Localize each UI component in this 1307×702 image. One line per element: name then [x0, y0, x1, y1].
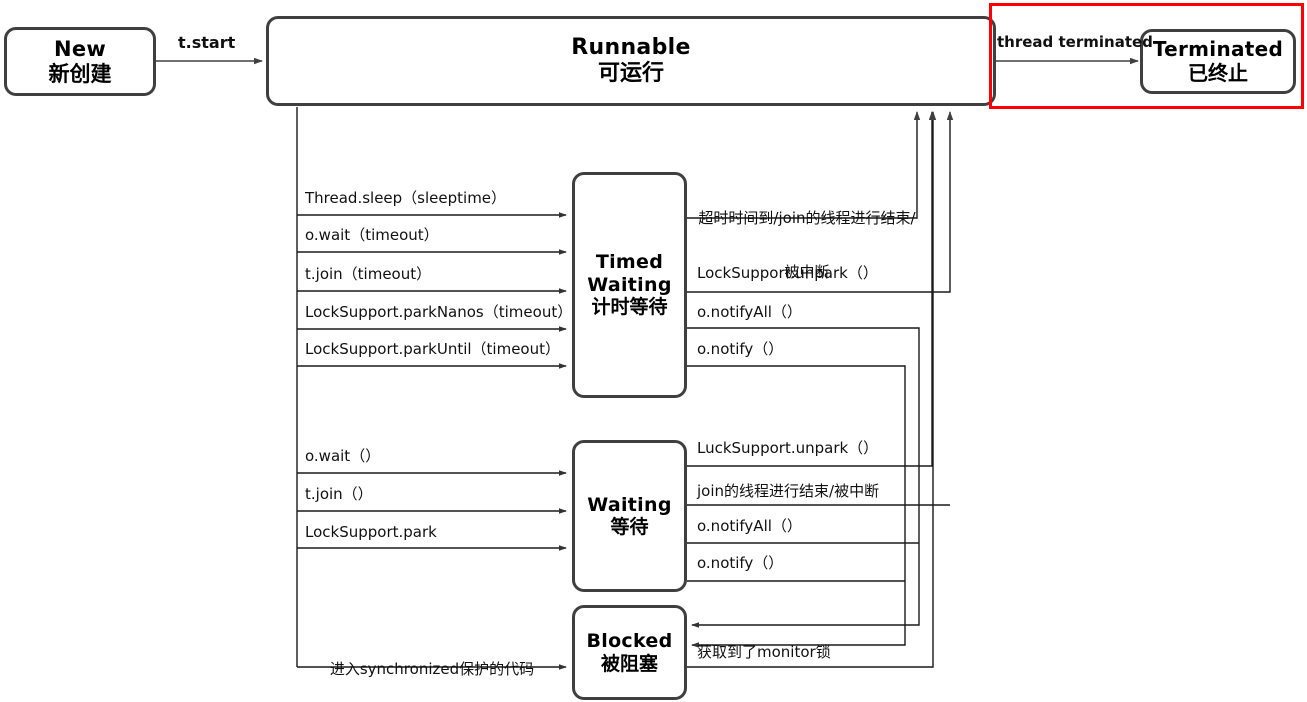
state-blocked-en: Blocked [586, 630, 673, 653]
label-from-timedwaiting-1-line2: 被中断 [784, 263, 830, 282]
state-runnable-en: Runnable [571, 35, 691, 61]
label-from-waiting-4: o.notify（） [697, 554, 784, 572]
label-from-waiting-2: join的线程进行结束/被中断 [697, 482, 880, 500]
label-to-waiting-1: o.wait（） [305, 447, 381, 465]
label-from-blocked: 获取到了monitor锁 [697, 643, 831, 661]
route-waiting-unpark-to-runnable [687, 111, 936, 467]
state-runnable[interactable]: Runnable 可运行 [266, 16, 996, 106]
label-from-waiting-3: o.notifyAll（） [697, 517, 802, 535]
state-waiting[interactable]: Waiting 等待 [572, 440, 687, 592]
label-to-blocked-line1: 进入synchronized保护的代码 [329, 659, 535, 678]
route-timedwaiting-timeout-to-runnable [687, 111, 921, 219]
label-from-timedwaiting-3: o.notifyAll（） [697, 303, 802, 321]
state-blocked[interactable]: Blocked 被阻塞 [572, 605, 687, 700]
label-to-timedwaiting-2: o.wait（timeout） [305, 226, 439, 244]
state-new-en: New [53, 36, 107, 61]
state-terminated[interactable]: Terminated 已终止 [1140, 29, 1296, 94]
label-from-timedwaiting-2: LockSupport.unpark（） [697, 264, 878, 282]
state-runnable-cn: 可运行 [597, 61, 664, 86]
label-thread-terminated: thread terminated [997, 33, 1153, 51]
state-blocked-cn: 被阻塞 [600, 652, 658, 675]
label-to-blocked: 进入synchronized保护的代码 但没拿到锁 [306, 623, 558, 702]
label-t-start: t.start [178, 33, 236, 52]
route-blocked-to-runnable [687, 111, 937, 668]
state-timed-waiting-en-line2: Waiting [587, 273, 672, 296]
route-timedwaiting-notifyall-to-blocked [687, 327, 920, 628]
label-to-timedwaiting-5: LockSupport.parkUntil（timeout） [305, 340, 560, 358]
state-waiting-en: Waiting [587, 493, 672, 516]
label-to-timedwaiting-3: t.join（timeout） [305, 265, 432, 283]
state-timed-waiting[interactable]: Timed Waiting 计时等待 [572, 172, 687, 398]
label-from-timedwaiting-1: 超时时间到/join的线程进行结束/ 被中断 [695, 172, 919, 318]
label-to-timedwaiting-1: Thread.sleep（sleeptime） [305, 189, 507, 207]
label-to-waiting-2: t.join（） [305, 485, 373, 503]
label-from-timedwaiting-4: o.notify（） [697, 340, 784, 358]
state-timed-waiting-cn: 计时等待 [591, 296, 668, 319]
label-to-waiting-3: LockSupport.park [305, 523, 437, 541]
state-terminated-cn: 已终止 [1188, 60, 1248, 85]
label-from-timedwaiting-1-line1: 超时时间到/join的线程进行结束/ [698, 208, 916, 227]
label-to-timedwaiting-4: LockSupport.parkNanos（timeout） [305, 303, 573, 321]
state-new[interactable]: New 新创建 [4, 27, 156, 96]
state-new-cn: 新创建 [48, 61, 112, 86]
route-timedwaiting-unpark-to-runnable [687, 111, 954, 293]
state-waiting-cn: 等待 [610, 516, 649, 538]
label-from-waiting-1: LuckSupport.unpark（） [697, 439, 879, 457]
state-timed-waiting-en-line1: Timed [595, 251, 664, 274]
state-terminated-en: Terminated [1152, 36, 1284, 61]
